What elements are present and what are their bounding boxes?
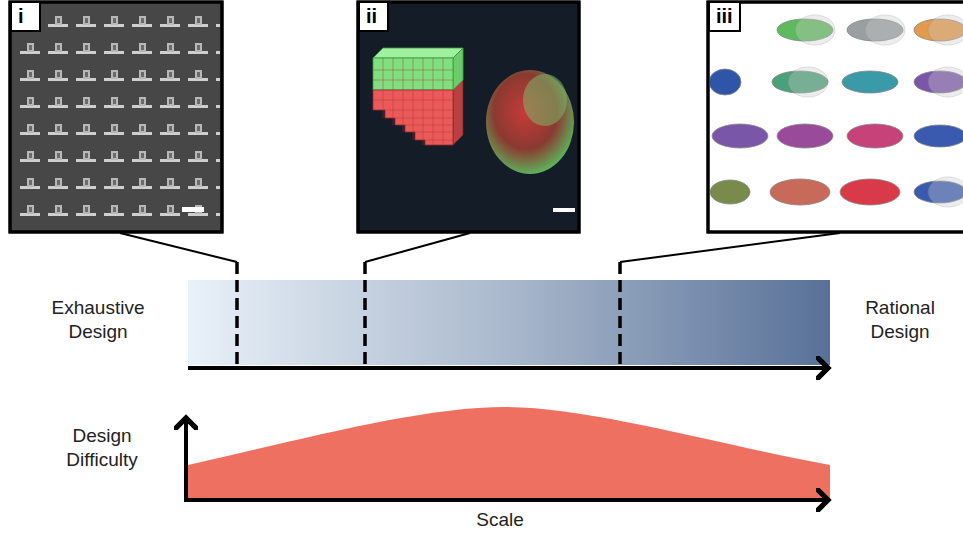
organism <box>486 70 574 174</box>
sem-pattern <box>12 4 220 230</box>
sem-panel <box>10 2 222 232</box>
difficulty-curve <box>188 407 830 498</box>
leader-lines <box>120 233 840 262</box>
panel-label: i <box>10 1 41 32</box>
axis-title: Design Difficulty <box>38 424 166 472</box>
axis-end-label: Exhaustive Design <box>28 296 168 344</box>
scale-bar <box>553 208 575 212</box>
body-plans <box>709 15 963 207</box>
panel-label-text: i <box>18 4 33 28</box>
dashed-markers <box>237 262 620 365</box>
voxel-model <box>373 48 463 145</box>
scale-band <box>188 280 830 365</box>
organism-highlight <box>523 74 567 126</box>
axis-arrow <box>188 366 828 370</box>
simulation-panel <box>708 2 963 232</box>
panel-label-text: iii <box>716 4 733 28</box>
axis-end-label: Rational Design <box>843 296 957 344</box>
axis-arrow <box>184 418 188 500</box>
panel-label: iii <box>708 1 741 32</box>
axis-arrow <box>184 498 828 502</box>
axis-title: Scale <box>420 508 580 532</box>
microscopy-panel <box>358 2 579 232</box>
panel-label: ii <box>358 1 389 32</box>
panel-label-text: ii <box>366 4 381 28</box>
scale-bar <box>182 207 204 212</box>
